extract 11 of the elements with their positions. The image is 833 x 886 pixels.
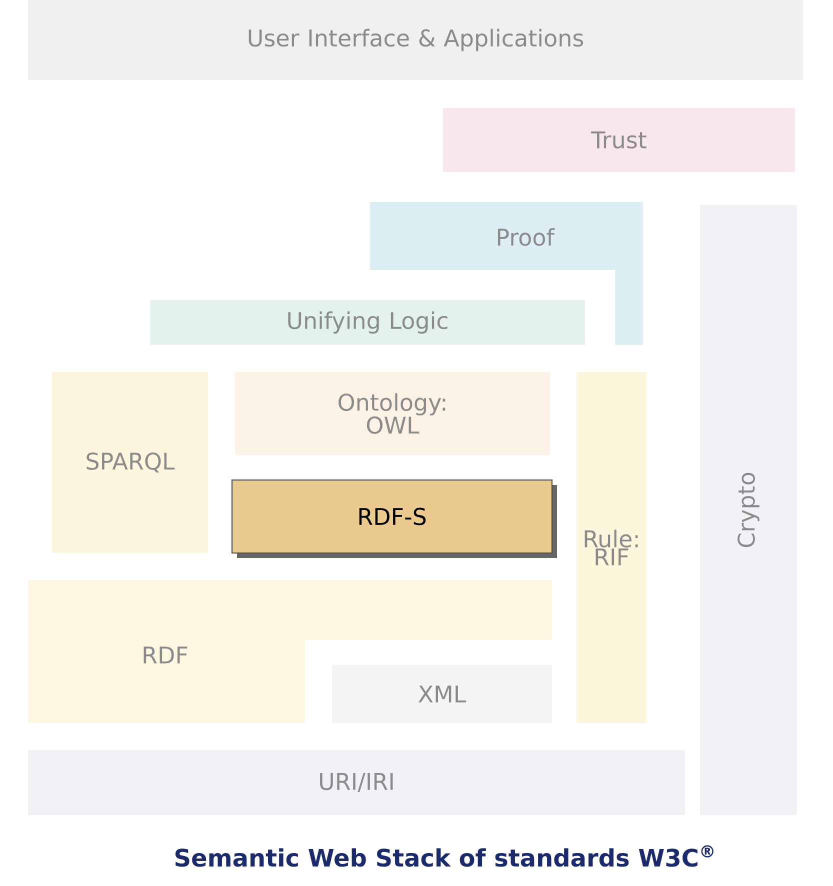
layer-box: Trust: [443, 108, 795, 172]
caption: Semantic Web Stack of standards W3C$^{®}$: [175, 845, 714, 867]
layer-box: XML: [332, 665, 552, 723]
highlighted-layer-box: RDF-S: [232, 480, 557, 558]
layer-box: User Interface & Applications: [28, 0, 803, 80]
layer-box: Unifying Logic: [150, 300, 585, 345]
layer-box: Crypto: [700, 205, 797, 815]
layer-box: Rule: RIF: [576, 372, 646, 723]
layer-box: URI/IRI: [28, 750, 685, 815]
layer-box: SPARQL: [52, 372, 208, 553]
layer-box: Ontology: OWL: [235, 372, 550, 455]
